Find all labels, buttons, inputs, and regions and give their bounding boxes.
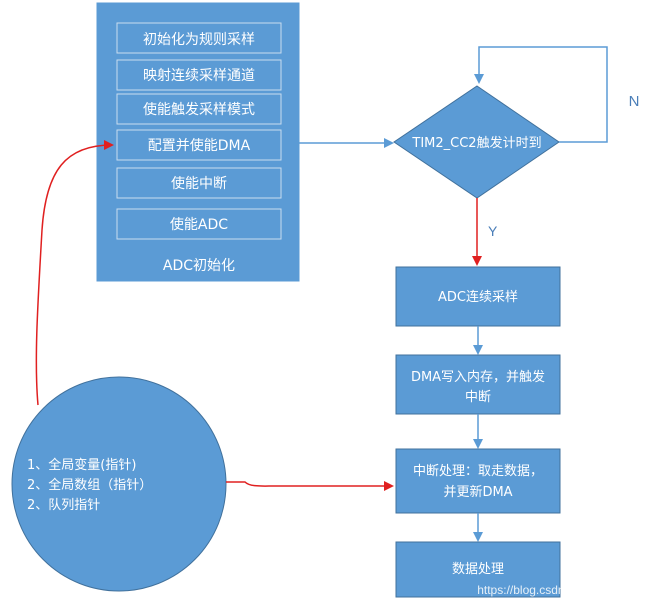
step-label-5: 使能中断 <box>171 175 227 192</box>
adc-sample-label: ADC连续采样 <box>438 289 518 305</box>
data-process-box <box>395 541 561 598</box>
connector-globals-to-dma-config <box>35 140 114 406</box>
step-box-6 <box>116 208 282 240</box>
globals-item-3: 2、队列指针 <box>27 498 100 513</box>
connector-globals-to-isr <box>226 481 394 491</box>
no-label: N <box>629 93 640 110</box>
yes-label: Y <box>488 223 498 239</box>
step-box-4 <box>116 129 282 161</box>
no-loop-connector <box>474 46 608 143</box>
step-label-6: 使能ADC <box>170 216 228 233</box>
decision-label: TIM2_CC2触发计时到 <box>411 135 541 151</box>
step-label-3: 使能触发采样模式 <box>143 101 255 118</box>
isr-box <box>395 448 561 514</box>
step-label-1: 初始化为规则采样 <box>143 31 255 48</box>
globals-group: 1、全局变量(指针) 2、全局数组（指针） 2、队列指针 <box>11 376 227 592</box>
adc-sample-box <box>395 266 561 327</box>
step-box-1 <box>116 22 282 54</box>
isr-label-line1: 中断处理：取走数据， <box>413 464 543 479</box>
step-label-2: 映射连续采样通道 <box>143 67 255 84</box>
adc-init-title: ADC初始化 <box>163 257 235 274</box>
isr-label-line2: 并更新DMA <box>443 484 512 500</box>
step-label-4: 配置并使能DMA <box>148 137 251 154</box>
adc-init-group: 初始化为规则采样 映射连续采样通道 使能触发采样模式 配置并使能DMA 使能中断… <box>96 2 300 282</box>
watermark-text: https://blog.csdn.net/expspeed <box>477 583 640 597</box>
step-box-2 <box>116 59 282 91</box>
decision-group: TIM2_CC2触发计时到 <box>393 85 560 199</box>
step-box-5 <box>116 167 282 199</box>
globals-item-2: 2、全局数组（指针） <box>27 477 152 493</box>
globals-item-1: 1、全局变量(指针) <box>27 457 136 473</box>
globals-circle <box>11 376 227 592</box>
dma-label-line2: 中断 <box>465 390 491 405</box>
step-box-3 <box>116 93 282 125</box>
dma-label-line1: DMA写入内存，并触发 <box>411 369 545 385</box>
data-process-label: 数据处理 <box>452 562 504 577</box>
